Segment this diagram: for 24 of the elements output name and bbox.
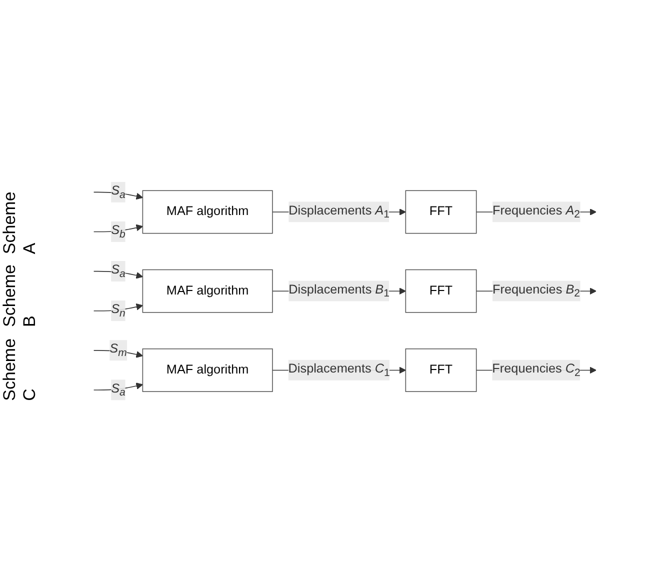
node-box: FFT bbox=[405, 348, 477, 392]
edge-label: S$_{a}$ bbox=[111, 382, 126, 398]
node-box: FFT bbox=[405, 190, 477, 234]
edge-label: Frequencies C$_{2}$ bbox=[492, 362, 580, 379]
edge-label: Frequencies B$_{2}$ bbox=[492, 284, 580, 300]
scheme-label: Scheme B bbox=[0, 264, 40, 328]
node-box: MAF algorithm bbox=[142, 190, 273, 234]
node-box: MAF algorithm bbox=[142, 348, 273, 392]
edge-label: S$_{b}$ bbox=[111, 224, 126, 240]
edge-label: S$_{m}$ bbox=[110, 342, 127, 359]
edge-label: S$_{a}$ bbox=[111, 184, 126, 201]
arrow bbox=[93, 304, 143, 312]
edge-label: S$_{n}$ bbox=[111, 303, 126, 320]
node-box: FFT bbox=[405, 270, 477, 314]
edge-label: Displacements A$_{1}$ bbox=[288, 204, 390, 220]
arrow bbox=[93, 224, 143, 233]
edge-label: Displacements C$_{1}$ bbox=[288, 362, 390, 379]
scheme-label: Scheme C bbox=[0, 338, 40, 401]
scheme-label: Scheme A bbox=[0, 190, 40, 254]
edge-label: Displacements B$_{1}$ bbox=[288, 284, 390, 300]
node-box: MAF algorithm bbox=[142, 270, 273, 314]
edge-label: S$_{a}$ bbox=[111, 264, 126, 280]
edge-label: Frequencies A$_{2}$ bbox=[492, 204, 580, 220]
arrow bbox=[93, 382, 143, 391]
